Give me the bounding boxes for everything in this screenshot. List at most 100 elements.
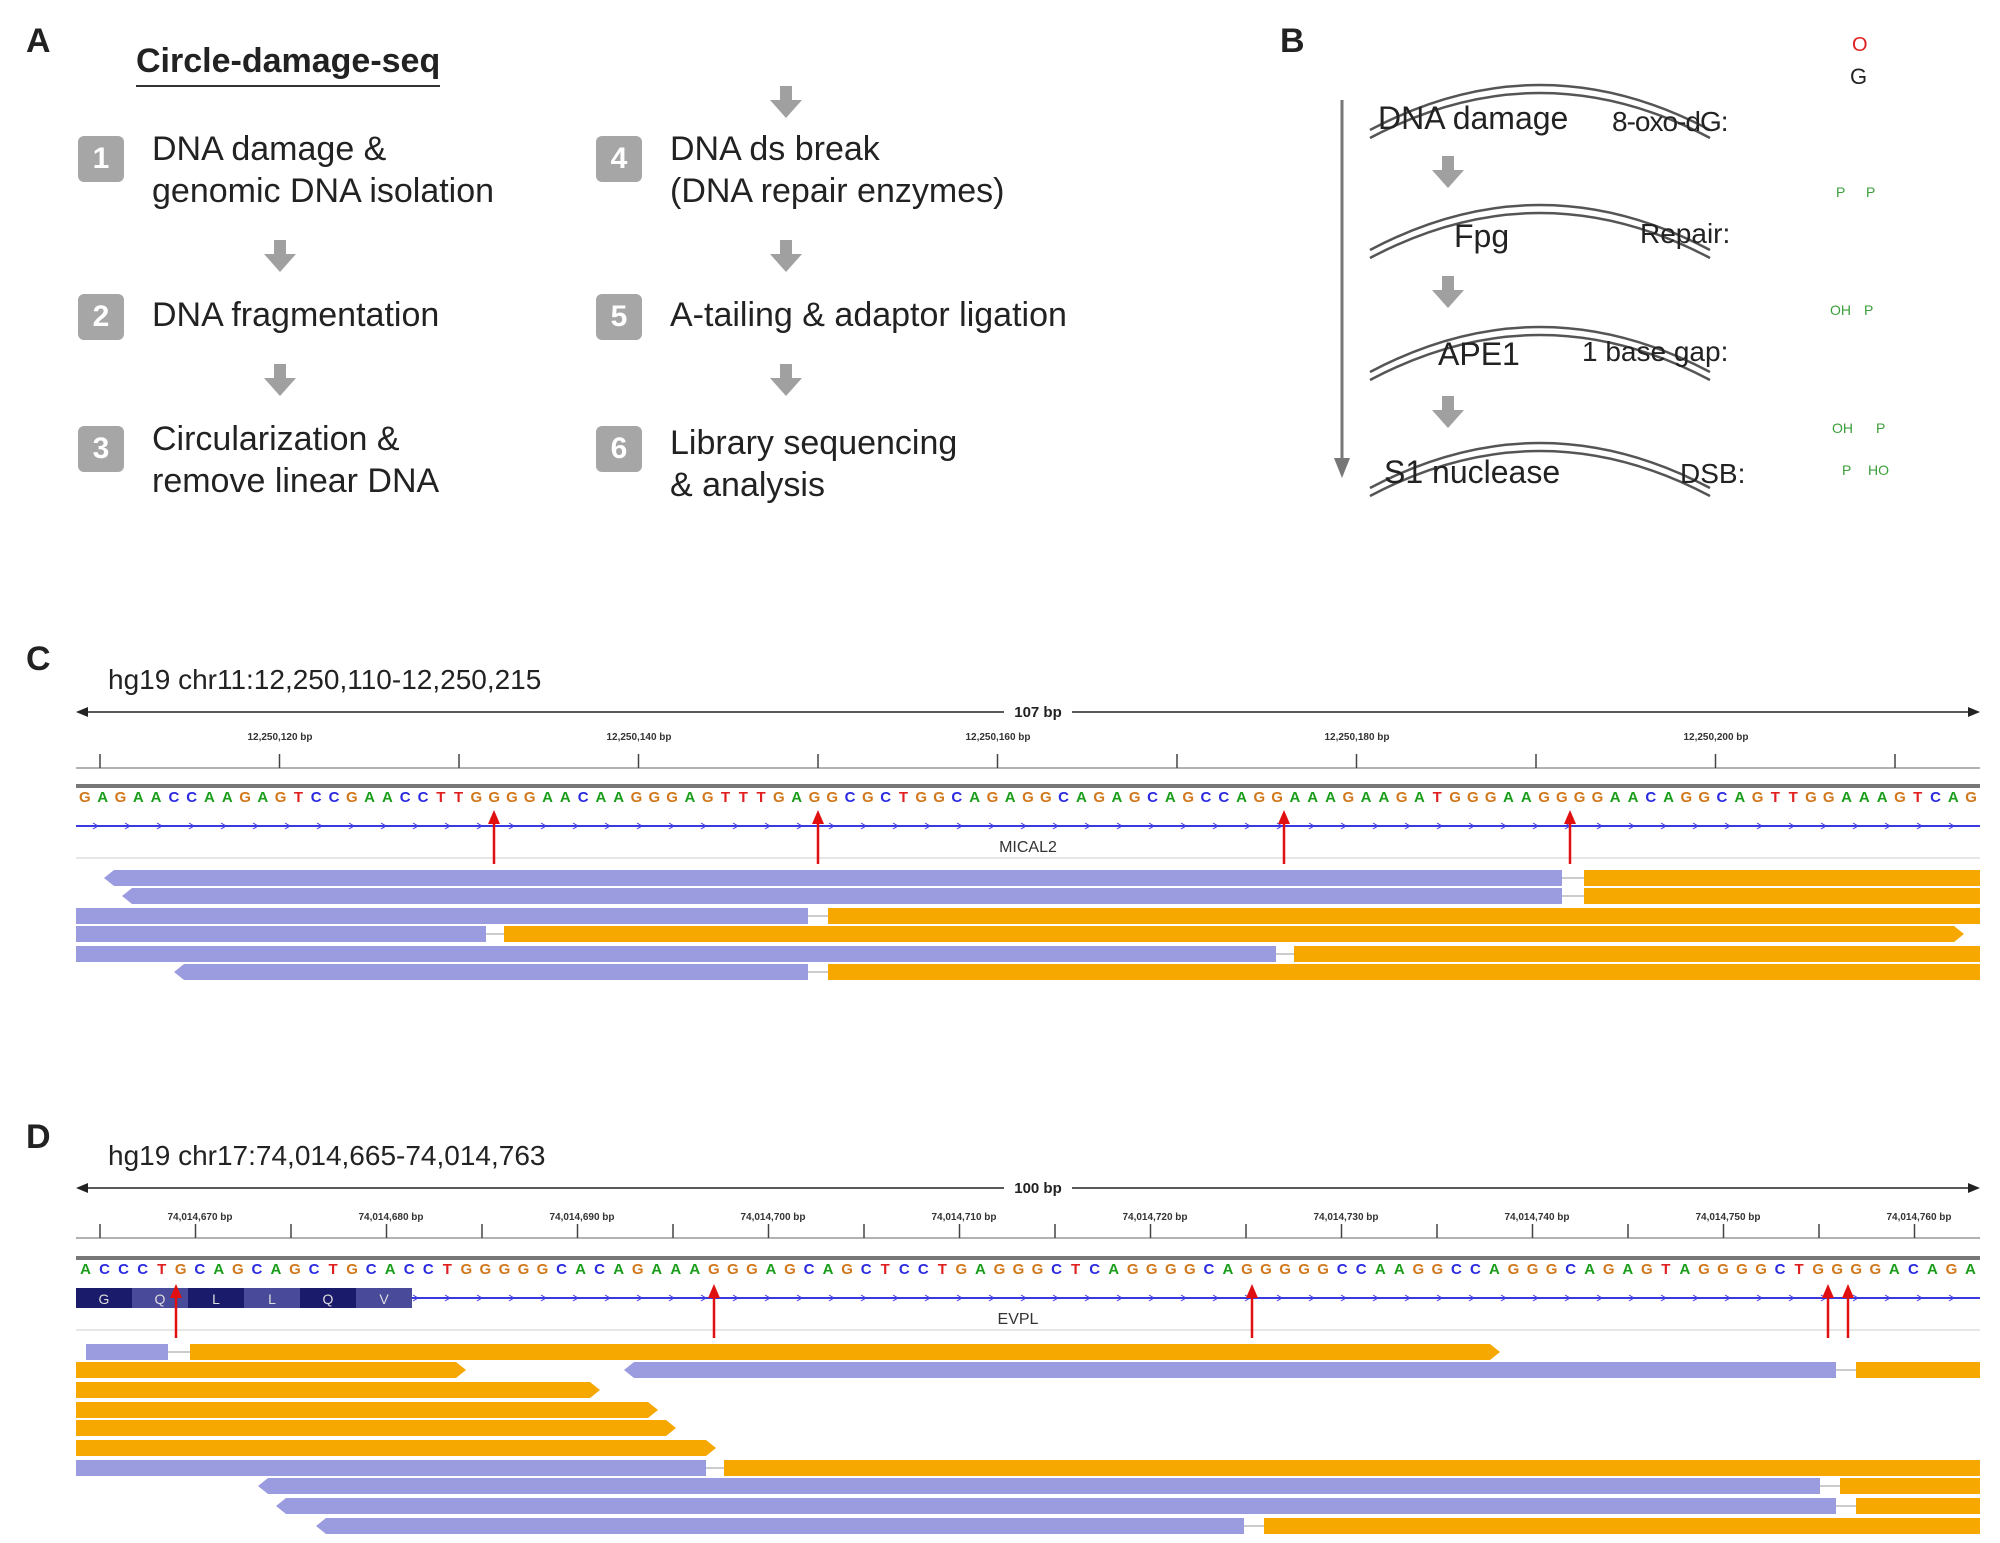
sequence-base: G	[79, 789, 91, 806]
gene-strand-chevron	[764, 822, 771, 830]
gene-strand-chevron	[988, 822, 995, 830]
sequence-base: G	[915, 789, 927, 806]
sequence-base: G	[1129, 789, 1141, 806]
sequence-base: G	[289, 1261, 301, 1278]
sequence-base: C	[99, 1261, 110, 1278]
sequence-base: G	[1022, 789, 1034, 806]
sequence-base: G	[746, 1261, 758, 1278]
sequence-base: C	[861, 1261, 872, 1278]
sequence-base: T	[157, 1261, 166, 1278]
step-3-line1: Circularization &	[152, 420, 400, 458]
aligned-read	[76, 1402, 658, 1418]
sequence-base: A	[613, 1261, 624, 1278]
span-ruler-left-arrow	[76, 1183, 88, 1193]
gene-strand-chevron	[1916, 822, 1923, 830]
gene-strand-chevron	[1404, 822, 1411, 830]
sequence-base: G	[460, 1261, 472, 1278]
sequence-base: A	[1005, 789, 1016, 806]
sequence-base: A	[1325, 789, 1336, 806]
sequence-base: C	[1775, 1261, 1786, 1278]
gene-strand-chevron	[284, 822, 291, 830]
b-repair-p2: P	[1866, 184, 1876, 200]
sequence-base: G	[1241, 1261, 1253, 1278]
gene-strand-chevron	[1500, 1294, 1507, 1302]
aligned-read	[276, 1498, 1836, 1514]
sequence-base: T	[938, 1261, 947, 1278]
sequence-base: A	[1584, 1261, 1595, 1278]
sequence-base: C	[1645, 789, 1656, 806]
gene-strand-chevron	[1148, 822, 1155, 830]
gene-strand-chevron	[348, 822, 355, 830]
sequence-base: G	[1298, 1261, 1310, 1278]
panel-a-letter: A	[26, 22, 51, 60]
b-gap-oh: OH	[1830, 302, 1851, 318]
sequence-base: A	[1663, 789, 1674, 806]
sequence-base: G	[275, 789, 287, 806]
gene-strand-chevron	[604, 822, 611, 830]
codon-box	[300, 1288, 356, 1308]
sequence-base: G	[784, 1261, 796, 1278]
sequence-base: T	[1789, 789, 1798, 806]
sequence-base: G	[239, 789, 251, 806]
gene-strand-chevron	[828, 822, 835, 830]
sequence-base: T	[721, 789, 730, 806]
sequence-base: G	[809, 789, 821, 806]
sequence-base: T	[881, 1261, 890, 1278]
sequence-base: G	[488, 789, 500, 806]
sequence-base: T	[739, 789, 748, 806]
sequence-base: A	[382, 789, 393, 806]
sequence-base: A	[133, 789, 144, 806]
b-guanine: G	[1850, 64, 1868, 89]
sequence-base: C	[1908, 1261, 1919, 1278]
aligned-read	[190, 1344, 1500, 1360]
gene-strand-chevron	[668, 822, 675, 830]
sequence-base: G	[1485, 789, 1497, 806]
gene-strand-chevron	[1436, 1294, 1443, 1302]
sequence-base: G	[1556, 789, 1568, 806]
gene-strand-chevron	[988, 1294, 995, 1302]
sequence-base: C	[951, 789, 962, 806]
sequence-base: A	[791, 789, 802, 806]
sequence-base: T	[1071, 1261, 1080, 1278]
b-repair-p1: P	[1836, 184, 1846, 200]
gene-strand-chevron	[1692, 1294, 1699, 1302]
step-4-line1: DNA ds break	[670, 130, 880, 168]
sequence-base: A	[1734, 789, 1745, 806]
sequence-base: C	[578, 789, 589, 806]
sequence-base: A	[1361, 789, 1372, 806]
codon-label: V	[379, 1291, 389, 1307]
sequence-top-bar	[76, 784, 1980, 788]
sequence-base: G	[1752, 789, 1764, 806]
panel-c-letter: C	[26, 640, 51, 678]
gene-strand-chevron	[476, 822, 483, 830]
tick-label: 12,250,140 bp	[606, 732, 671, 743]
sequence-base: G	[1032, 1261, 1044, 1278]
b-dsb-p2: P	[1842, 462, 1852, 478]
arrow-into-4-icon	[770, 86, 802, 118]
sequence-base: G	[1093, 789, 1105, 806]
gene-strand-chevron	[124, 822, 131, 830]
sequence-base: C	[137, 1261, 148, 1278]
sequence-base: C	[899, 1261, 910, 1278]
sequence-base: G	[1165, 1261, 1177, 1278]
step-2-badge: 2	[78, 294, 124, 340]
gene-strand-chevron	[1340, 1294, 1347, 1302]
aligned-read	[174, 964, 808, 980]
sequence-base: G	[826, 789, 838, 806]
sequence-base: T	[899, 789, 908, 806]
sequence-base: C	[594, 1261, 605, 1278]
sequence-base: G	[1040, 789, 1052, 806]
gene-strand-chevron	[700, 822, 707, 830]
span-label-bg	[1004, 1178, 1072, 1198]
sequence-base: A	[1394, 1261, 1405, 1278]
gene-strand-chevron	[540, 822, 547, 830]
sequence-base: C	[918, 1261, 929, 1278]
sequence-base: G	[232, 1261, 244, 1278]
gene-strand-chevron	[1660, 822, 1667, 830]
damage-site-arrowhead	[170, 1284, 182, 1298]
sequence-base: G	[1869, 1261, 1881, 1278]
aligned-read	[76, 1440, 716, 1456]
sequence-base: G	[115, 789, 127, 806]
